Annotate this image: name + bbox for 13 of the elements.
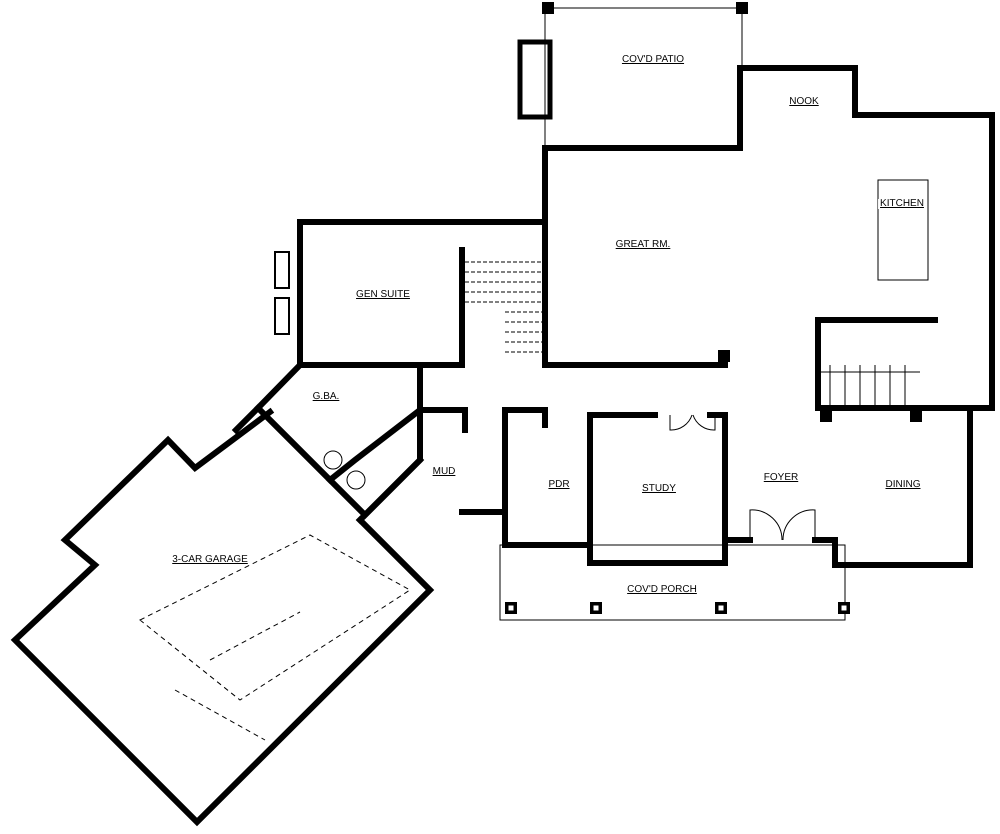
room-label: DINING	[884, 480, 922, 490]
room-label: MUD	[430, 467, 458, 477]
room-label: GREAT RM.	[614, 240, 672, 250]
room-label: PDR	[546, 480, 572, 490]
room-label: STUDY	[640, 484, 678, 494]
room-label: KITCHEN	[878, 199, 926, 209]
room-label: NOOK	[787, 97, 821, 107]
room-label: FOYER	[762, 473, 800, 483]
room-label: COV'D PATIO	[620, 55, 686, 65]
room-label: 3-CAR GARAGE	[170, 555, 250, 565]
room-label: COV'D PORCH	[625, 585, 699, 595]
room-label: GEN SUITE	[354, 290, 412, 300]
room-label: G.BA.	[310, 392, 342, 402]
